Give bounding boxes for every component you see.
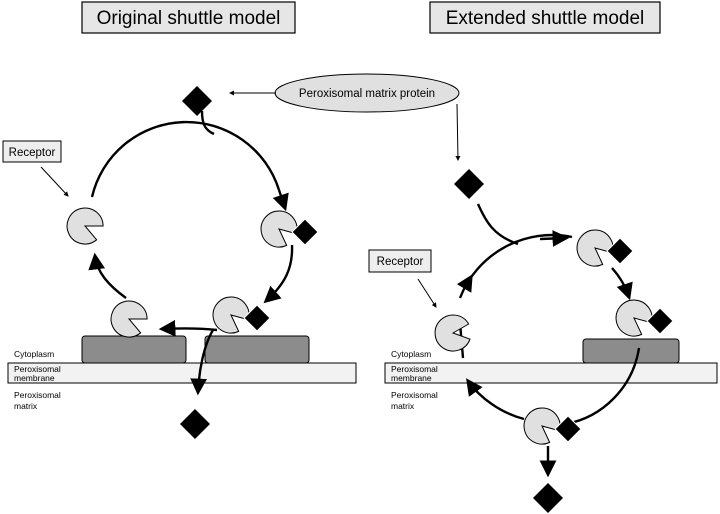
arrow-to-right-cargo [455,103,461,161]
receptor-cargo-right-top [569,222,634,273]
docking-complex-left-a [81,335,187,364]
right-panel-title: Extended shuttle model [429,1,661,34]
receptor-pointer-right [417,278,437,308]
cycle-arrow-lower-right-left [263,244,294,304]
membrane-label-left-2: membrane [14,373,55,383]
matrix-label-left-1: Peroxisomal [14,390,61,400]
receptor-empty-right [433,313,472,353]
svg-text:Receptor: Receptor [377,256,424,268]
cycle-lower-right-arc [565,347,641,426]
cycle-arrow-bottom-left [158,319,218,337]
left-panel-title: Original shuttle model [81,1,296,34]
docking-complex-left-b [204,335,310,364]
matrix-protein-oval: Peroxisomal matrix protein [274,73,460,113]
membrane-label-left-1: Peroxisomal [14,364,61,374]
receptor-pointer-left [40,166,69,197]
membrane-label-right-1: Peroxisomal [391,364,438,374]
cargo-diamond-right-top [454,169,484,199]
svg-text:Peroxisomal matrix protein: Peroxisomal matrix protein [299,88,435,100]
cycle-arrow-up-right-panel [456,274,473,293]
receptor-cargo-left-upper [253,203,319,254]
matrix-label-left-2: matrix [14,401,38,411]
svg-text:Extended shuttle model: Extended shuttle model [446,8,645,29]
cycle-arrow-down-right-panel [611,267,633,301]
cytoplasm-label-right: Cytoplasm [391,349,431,359]
cycle-arrow-top-right-panel [539,230,570,247]
cargo-diamond-left-top [182,86,212,116]
receptor-label-left: Receptor [2,140,62,163]
receptor-label-right: Receptor [368,249,432,273]
cargo-diamond-right-released [533,483,563,513]
svg-text:Original shuttle model: Original shuttle model [97,8,281,29]
cargo-entry-line-left [200,110,215,136]
receptor-cargo-left-lower [205,289,271,340]
matrix-label-right-2: matrix [391,401,415,411]
receptor-empty-left-upper [60,201,108,250]
cycle-arrow-lower-left-right-panel [466,378,525,421]
membrane-label-right-2: membrane [391,373,432,383]
cargo-entry-line-right [476,203,519,246]
receptor-cargo-right-bottom [516,400,582,451]
cycle-top-arc-left [90,120,281,198]
matrix-label-right-1: Peroxisomal [391,390,438,400]
receptor-empty-left-lower [104,294,152,343]
cycle-arrow-down-right-left [272,189,289,212]
svg-text:Receptor: Receptor [9,147,56,159]
cargo-release-arrow-left [190,329,215,396]
receptor-cargo-right-middle [608,292,674,343]
cargo-diamond-left-released [180,409,210,439]
docking-complex-right [582,338,680,364]
cycle-arrow-up-left [88,252,127,299]
cytoplasm-label-left: Cytoplasm [14,349,54,359]
